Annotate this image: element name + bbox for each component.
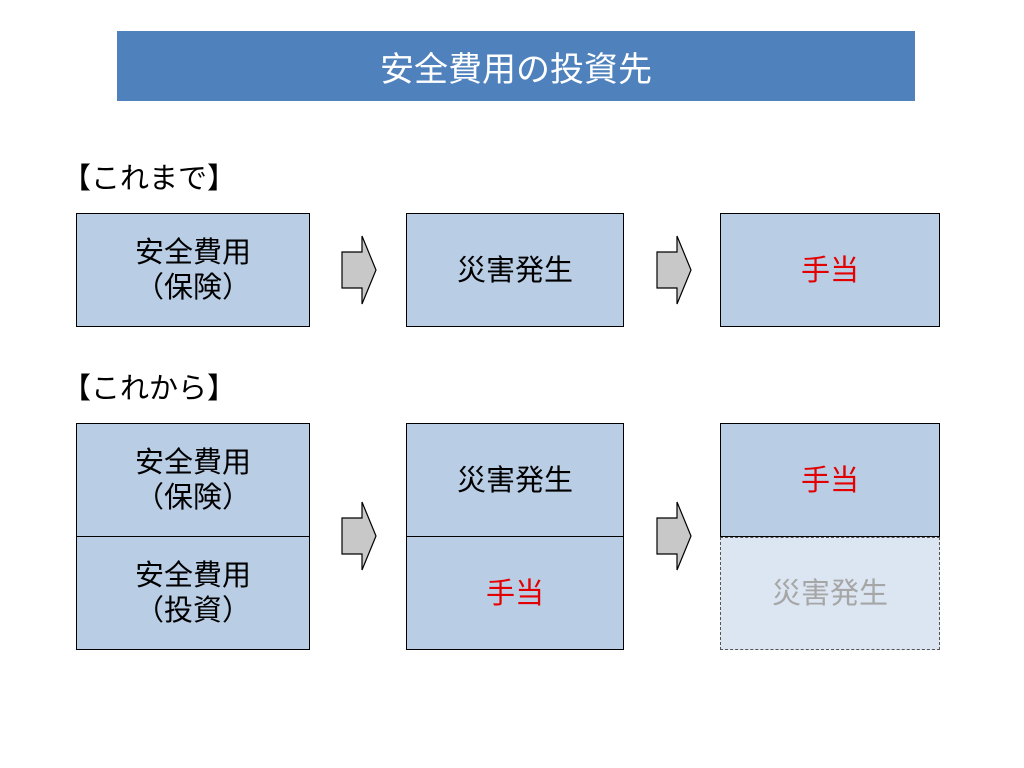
before-safety-cost-insurance-box: 安全費用 （保険） [76, 213, 310, 327]
right-arrow-icon [341, 235, 377, 305]
box-line-2: （保険） [134, 480, 251, 514]
box-text: 災害発生 [456, 252, 573, 287]
box-line-2: （投資） [134, 593, 251, 627]
box-line-1: 安全費用 [134, 445, 251, 480]
box-text: 災害発生 [771, 576, 888, 611]
right-arrow-icon [341, 501, 377, 571]
box-text: 災害発生 [456, 462, 573, 497]
after-allowance-result-box: 手当 [720, 423, 940, 537]
section-label-before: 【これまで】 [62, 161, 237, 195]
right-arrow-icon [656, 501, 692, 571]
right-arrow-icon [656, 235, 692, 305]
box-line-2: （保険） [134, 270, 251, 304]
box-text: 手当 [485, 575, 544, 610]
after-disaster-faded-box: 災害発生 [720, 537, 940, 650]
page-title: 安全費用の投資先 [117, 31, 915, 101]
after-safety-cost-investment-box: 安全費用 （投資） [76, 536, 310, 650]
before-allowance-box: 手当 [720, 213, 940, 327]
after-allowance-box: 手当 [406, 536, 624, 650]
after-disaster-box: 災害発生 [406, 423, 624, 537]
after-safety-cost-insurance-box: 安全費用 （保険） [76, 423, 310, 537]
section-label-after: 【これから】 [62, 371, 237, 405]
box-text: 手当 [800, 252, 859, 287]
before-disaster-box: 災害発生 [406, 213, 624, 327]
box-line-1: 安全費用 [134, 235, 251, 270]
box-text: 手当 [800, 462, 859, 497]
box-line-1: 安全費用 [134, 558, 251, 593]
